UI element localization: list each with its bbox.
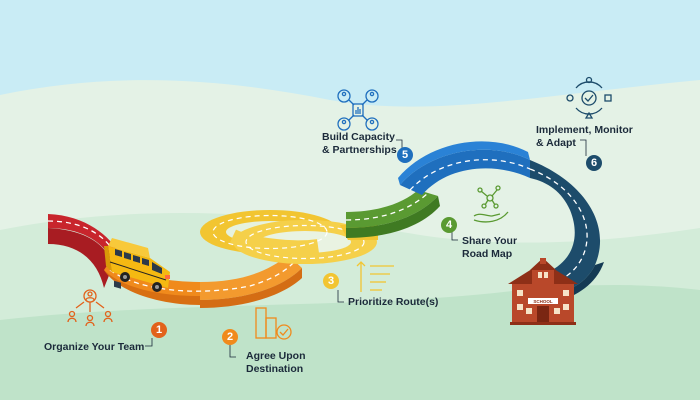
step-4-label: Share Your Road Map xyxy=(462,235,517,261)
step-3-badge: 3 xyxy=(323,273,339,289)
step-6-badge: 6 xyxy=(586,155,602,171)
step-6-title-line1: Implement, Monitor xyxy=(536,124,633,136)
step-3-label: Prioritize Route(s) xyxy=(348,296,438,309)
step-1-title: Organize Your Team xyxy=(44,341,145,353)
people-network-icon xyxy=(337,89,379,131)
step-4-badge: 4 xyxy=(441,217,457,233)
step-1-label: Organize Your Team xyxy=(44,341,144,354)
step-4-title-line2: Road Map xyxy=(462,248,513,260)
road-segment-red xyxy=(47,214,126,288)
gear-cycle-icon xyxy=(566,76,612,119)
team-icon xyxy=(67,289,113,327)
school-icon: SCHOOL xyxy=(508,258,578,325)
road-segment-blue xyxy=(398,141,531,195)
documents-check-icon xyxy=(255,307,292,340)
step-6-title-line2: & Adapt xyxy=(536,137,576,149)
step-5-label: Build Capacity & Partnerships xyxy=(322,131,397,157)
step-4-title-line1: Share Your xyxy=(462,235,518,247)
priority-bars-icon xyxy=(356,261,394,292)
step-2-title-line1: Agree Upon xyxy=(246,350,306,362)
step-2-title-line2: Destination xyxy=(246,363,304,375)
leader-lines xyxy=(145,139,587,358)
step-3-title: Prioritize Route(s) xyxy=(348,296,439,308)
step-2-badge: 2 xyxy=(222,329,238,345)
step-5-title-line2: & Partnerships xyxy=(322,144,397,156)
step-2-label: Agree Upon Destination xyxy=(246,350,306,376)
road-segment-green xyxy=(345,190,440,238)
school-bus-icon xyxy=(104,238,170,292)
step-5-badge: 5 xyxy=(397,147,413,163)
hand-network-icon xyxy=(473,185,509,223)
step-6-label: Implement, Monitor & Adapt xyxy=(536,124,633,150)
school-sign: SCHOOL xyxy=(533,299,553,304)
step-5-title-line1: Build Capacity xyxy=(322,131,395,143)
step-1-badge: 1 xyxy=(151,322,167,338)
